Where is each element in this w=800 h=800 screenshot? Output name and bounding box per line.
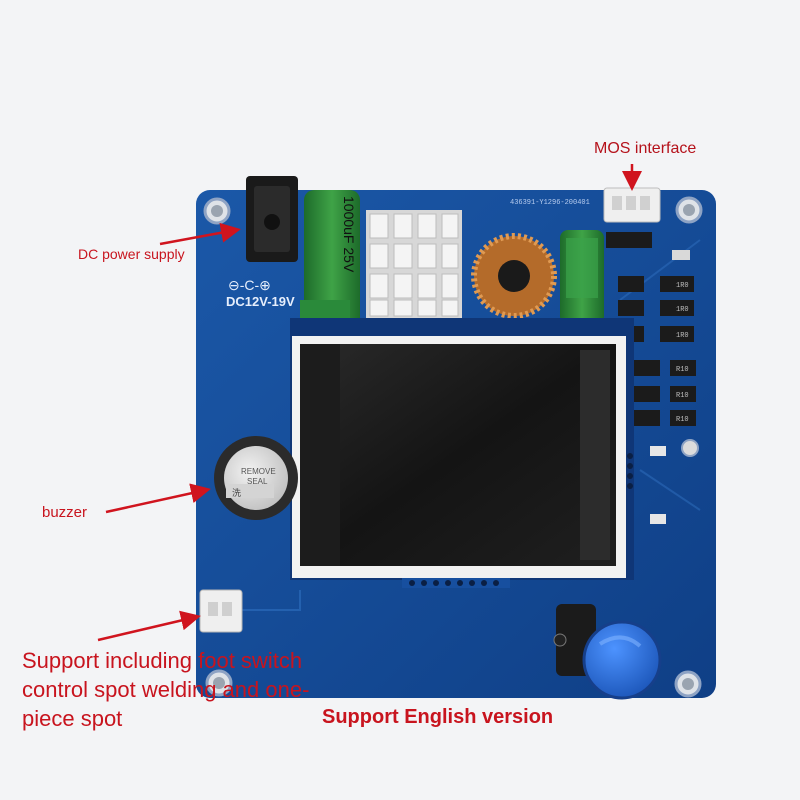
mos-interface-label: MOS interface — [594, 140, 697, 157]
mounting-hole-icon — [675, 196, 703, 224]
foot-switch-connector — [199, 589, 243, 633]
dc-jack — [246, 176, 298, 262]
buzzer-sticker-line2: SEAL — [247, 477, 268, 486]
dc-power-supply-label: DC power supply — [78, 246, 185, 262]
smd-code: R10 — [676, 416, 689, 424]
knob-icon — [582, 620, 662, 700]
pcb-serial: 436391-Y1296-200401 — [510, 199, 590, 207]
foot-switch-label: Support including foot switch control sp… — [22, 648, 310, 731]
mounting-hole-icon — [674, 670, 702, 698]
capacitor-marking: 1000uF 25V — [341, 196, 357, 273]
smd-code: R10 — [676, 392, 689, 400]
toroid-inductor — [471, 233, 557, 319]
buzzer-sticker-line1: REMOVE — [241, 467, 276, 476]
smd-labels: 1R0 1R0 1R0 R10 R10 R10 — [676, 282, 689, 424]
red-arrow-icon — [105, 483, 211, 514]
english-version-label: Support English version — [322, 706, 554, 728]
red-arrow-icon — [159, 222, 241, 246]
smd-component-array — [606, 232, 696, 426]
dc-polarity-marking: ⊖-C-⊕ — [228, 277, 271, 293]
smd-code: R10 — [676, 366, 689, 374]
led-pad — [650, 439, 699, 524]
mounting-hole-icon — [205, 669, 233, 697]
buzzer-component — [214, 436, 298, 520]
smd-code: 1R0 — [676, 282, 689, 290]
display-header-pins — [402, 578, 510, 588]
mos-connector — [603, 187, 661, 223]
dc-voltage-marking: DC12V-19V — [226, 294, 295, 309]
lcd-display — [290, 318, 634, 588]
mounting-hole-icon — [203, 197, 231, 225]
smd-code: 1R0 — [676, 306, 689, 314]
heatsink — [366, 210, 462, 320]
buzzer-label: buzzer — [42, 504, 88, 521]
buzzer-sticker-char: 洗 — [232, 487, 241, 499]
small-capacitor — [560, 230, 604, 324]
red-arrow-icon — [97, 610, 201, 642]
smd-code: 1R0 — [676, 332, 689, 340]
